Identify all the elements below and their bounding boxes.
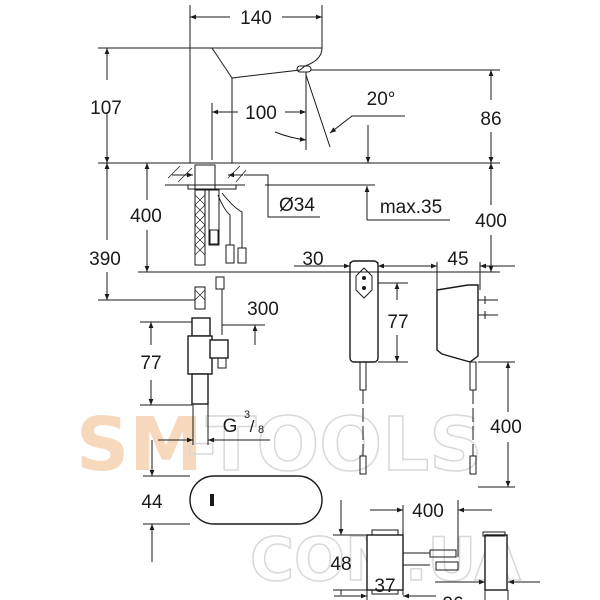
dim-hole-diameter: Ø34 (279, 195, 315, 216)
watermark-tools: -TOOLS (186, 402, 483, 488)
dimension-lines (98, 5, 540, 600)
dim-box-width: 37 (374, 576, 395, 597)
dim-box-cable: 400 (412, 501, 444, 522)
sensor-eye (210, 494, 214, 506)
solenoid-valve (187, 276, 229, 445)
dim-plug-depth: 45 (447, 249, 468, 270)
deck-section (98, 162, 500, 191)
control-box (366, 529, 508, 595)
dim-valve-height: 77 (140, 353, 161, 374)
dim-deck-thickness: max.35 (380, 197, 442, 218)
hose (194, 189, 247, 310)
dim-valve-cable: 300 (247, 299, 279, 320)
dim-thread: G (223, 416, 238, 437)
dim-hose-left: 400 (130, 206, 162, 227)
dim-hose-right: 400 (475, 211, 507, 232)
dim-spout-reach: 100 (245, 103, 277, 124)
power-plug (436, 284, 498, 475)
dimension-labels: 140 107 100 20° 86 400 Ø34 max.35 400 39… (89, 8, 522, 600)
dim-total-below-deck: 390 (89, 249, 121, 270)
dim-sensor-height: 44 (141, 492, 163, 513)
dim-thread-denominator: 8 (258, 424, 264, 436)
dim-transformer-cable: 400 (490, 417, 522, 438)
dim-faucet-height: 107 (90, 98, 122, 119)
dim-transformer-height: 77 (387, 312, 408, 333)
dim-box-height: 48 (330, 554, 351, 575)
dim-spout-height: 86 (480, 109, 501, 130)
watermark: SM -TOOLS COM.UA (76, 401, 522, 596)
transformer (349, 260, 379, 475)
dim-spray-angle: 20° (367, 89, 396, 110)
faucet-body (189, 47, 323, 163)
svg-text:/: / (250, 417, 255, 436)
dim-transformer-width: 30 (302, 249, 323, 270)
dim-cover-depth: 26 (442, 594, 463, 600)
sensor-window (189, 475, 323, 525)
dim-faucet-width: 140 (240, 8, 272, 29)
watermark-sm: SM (76, 402, 203, 488)
dim-thread-numerator: 3 (244, 409, 250, 421)
